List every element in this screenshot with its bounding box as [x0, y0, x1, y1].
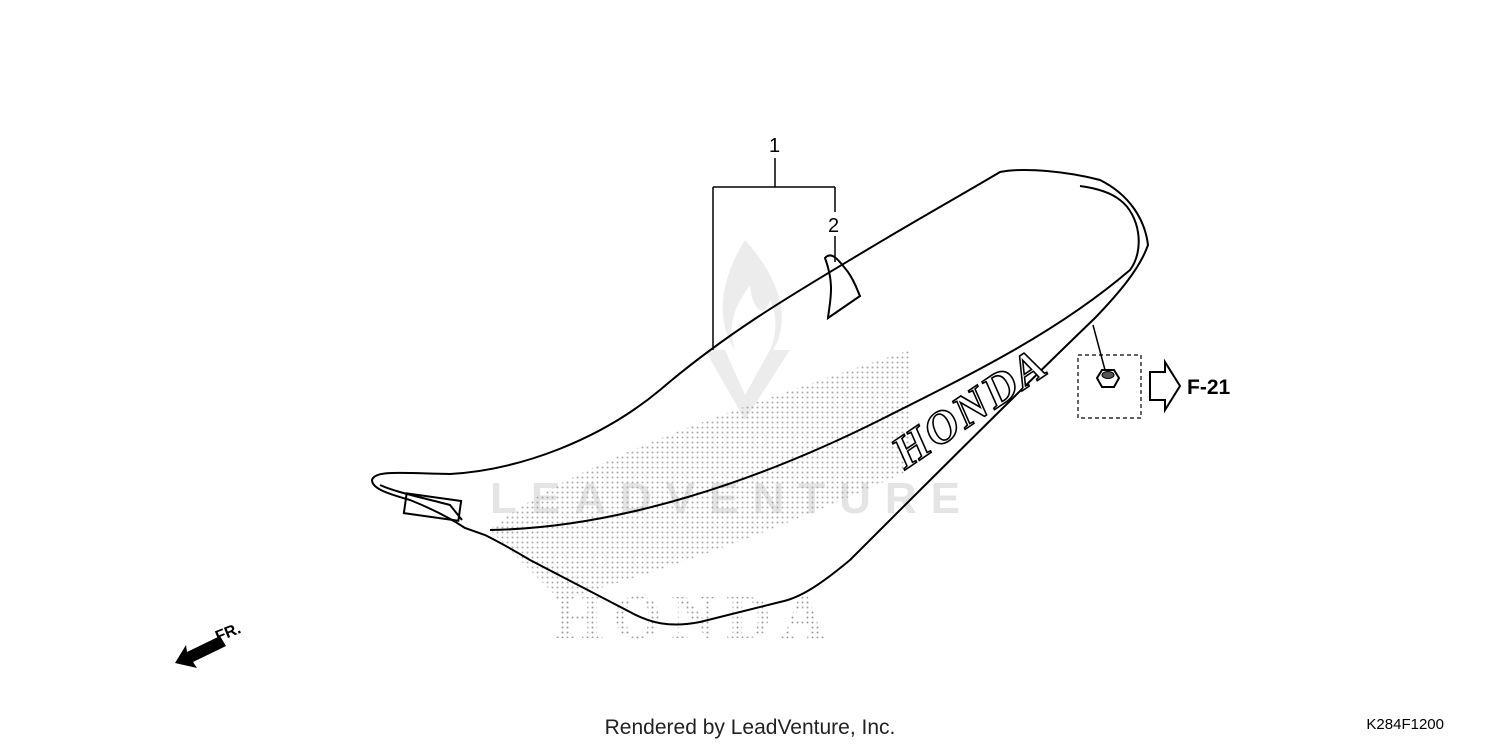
callouts	[712, 158, 1106, 371]
watermark-oem: HONDA	[555, 584, 836, 652]
seat-front-bracket	[402, 492, 463, 522]
reference-label[interactable]: F-21	[1187, 376, 1231, 399]
nut-icon	[1095, 369, 1121, 388]
callout-bracket-1	[712, 158, 836, 350]
nut-dashed-box	[1077, 354, 1142, 419]
watermark-wing-icon	[490, 350, 910, 600]
front-marker: FR.	[175, 620, 243, 668]
nut-leader	[1092, 324, 1106, 371]
footer-rendered-by: Rendered by LeadVenture, Inc.	[604, 716, 896, 739]
seat-outline	[370, 168, 1150, 626]
seat-drawing: HONDA	[370, 168, 1150, 626]
reference-group: F-21	[1077, 354, 1231, 419]
watermark-v-icon	[705, 350, 790, 420]
footer-diagram-code: K284F1200	[1366, 716, 1444, 733]
seat-top-seam	[489, 185, 1140, 531]
front-label: FR.	[213, 620, 243, 645]
front-arrow-icon	[175, 636, 226, 668]
callout-label-2: 2	[828, 215, 839, 237]
watermark: LEADVENTURE HONDA	[490, 240, 960, 652]
strap-part-2	[823, 254, 862, 321]
reference-arrow-icon[interactable]	[1149, 358, 1182, 414]
watermark-flame-icon	[722, 240, 782, 360]
seat-front-lip	[379, 484, 463, 521]
callout-label-1: 1	[769, 135, 780, 157]
